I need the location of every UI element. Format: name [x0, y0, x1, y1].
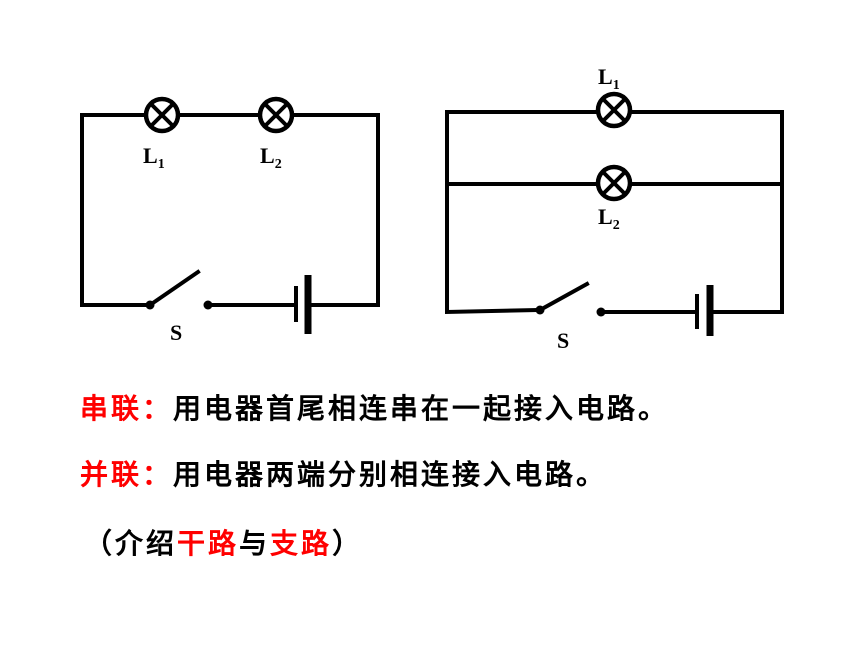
series-lamp-l2	[257, 96, 295, 134]
note-open: （介绍	[84, 527, 178, 560]
circuit-diagrams: L1 L2 S L1 L2 S	[80, 64, 784, 353]
parallel-battery	[695, 285, 714, 336]
series-lamp-l1	[143, 96, 181, 134]
parallel-lamp-l1	[595, 91, 633, 129]
series-switch-label: S	[170, 320, 182, 345]
series-description: 用电器首尾相连串在一起接入电路。	[173, 392, 670, 425]
note-close: ）	[332, 527, 364, 560]
series-circuit: L1 L2 S	[80, 96, 380, 345]
parallel-switch-label: S	[557, 328, 569, 353]
parallel-lamp1-label: L1	[598, 64, 620, 93]
note-term-branch-circuit: 支路	[270, 527, 333, 560]
series-lamp2-label: L2	[260, 143, 282, 172]
parallel-term: 并联：	[80, 458, 174, 491]
parallel-switch	[535, 281, 606, 317]
note-line: （介绍干路与支路）	[84, 522, 363, 562]
series-term: 串联：	[80, 392, 174, 425]
parallel-lamp2-label: L2	[598, 204, 620, 233]
series-definition: 串联：用电器首尾相连串在一起接入电路。	[80, 387, 669, 427]
parallel-wire	[445, 110, 784, 315]
note-mid: 与	[239, 527, 271, 560]
series-lamp1-label: L1	[143, 143, 165, 172]
parallel-lamp-l2	[595, 164, 633, 202]
series-wire	[80, 113, 380, 307]
parallel-definition: 并联：用电器两端分别相连接入电路。	[80, 453, 607, 493]
note-term-main-circuit: 干路	[177, 527, 240, 560]
series-switch	[145, 269, 213, 310]
parallel-circuit: L1 L2 S	[445, 64, 784, 353]
parallel-description: 用电器两端分别相连接入电路。	[173, 458, 608, 491]
series-battery	[294, 275, 312, 334]
